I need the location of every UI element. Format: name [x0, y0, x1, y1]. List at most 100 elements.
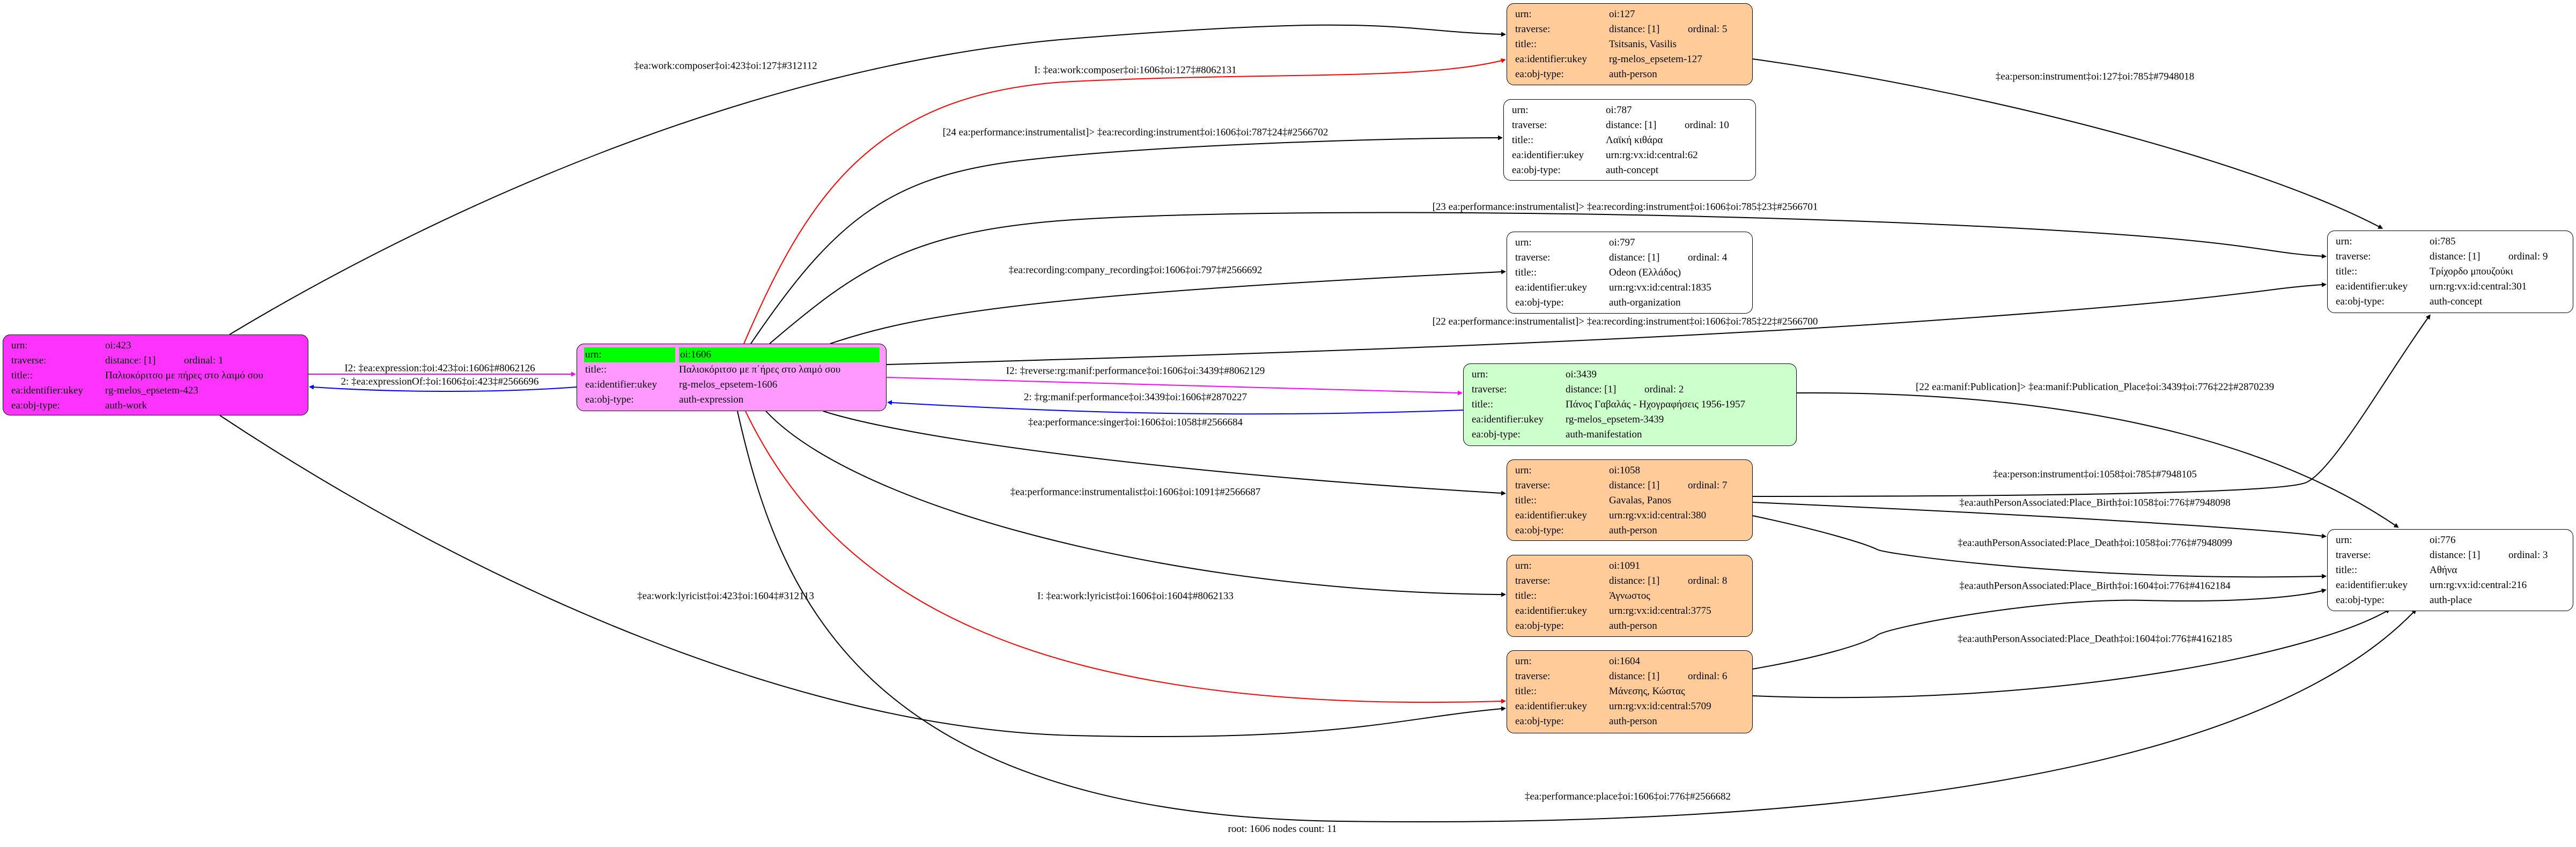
field-value: urn:rg:vx:id:central:301: [2430, 281, 2527, 292]
field-label: title::: [1512, 135, 1534, 146]
field-label: ea:identifier:ukey: [11, 385, 83, 396]
edge-1606-to-785: [886, 282, 2327, 365]
field-label: traverse:: [1515, 575, 1551, 586]
field-value: urn:rg:vx:id:central:1835: [1609, 282, 1711, 293]
graph-footer: root: 1606 nodes count: 11: [1228, 823, 1337, 835]
field-ordinal: ordinal: 4: [1688, 252, 1728, 263]
field-label: urn:: [1515, 237, 1532, 248]
field-label: urn:: [1515, 465, 1532, 476]
node-field-urn: urn: oi:797: [1515, 235, 1752, 250]
field-label: ea:obj-type:: [1515, 297, 1564, 308]
edge-label: I2: ‡ea:expression:‡oi:423‡oi:1606‡#8062…: [344, 362, 535, 374]
field-label: urn:: [1515, 656, 1532, 667]
edge-1606-to-785: [769, 212, 2327, 344]
field-label: ea:obj-type:: [1472, 429, 1520, 440]
field-ordinal: ordinal: 2: [1644, 384, 1684, 395]
edge-1606-to-1091: [765, 411, 1507, 597]
field-value: oi:127: [1609, 9, 1635, 20]
edge-label: ‡ea:performance:instrumentalist‡oi:1606‡…: [1010, 486, 1261, 498]
field-label: urn:: [1515, 9, 1532, 20]
field-label: ea:identifier:ukey: [1512, 150, 1584, 161]
field-value: distance: [1]: [1566, 384, 1617, 395]
field-label: traverse:: [1515, 671, 1551, 682]
edge-label: ‡ea:performance:place‡oi:1606‡oi:776‡#25…: [1524, 791, 1731, 803]
field-value: distance: [1]: [1609, 24, 1660, 35]
field-label: ea:identifier:ukey: [1515, 701, 1587, 712]
field-value: Λαϊκή κιθάρα: [1606, 135, 1663, 146]
field-value: Tsitsanis, Vasilis: [1609, 39, 1677, 50]
field-value: rg-melos_epsetem-127: [1609, 54, 1702, 65]
field-value: urn:rg:vx:id:central:380: [1609, 510, 1707, 521]
node-field-urn: urn: oi:127: [1515, 7, 1752, 22]
edge-label: ‡ea:authPersonAssociated:Place_Birth‡oi:…: [1959, 580, 2231, 592]
field-label: urn:: [1515, 560, 1532, 571]
field-label: title::: [1472, 399, 1494, 410]
edge-label: ‡ea:recording:company_recording‡oi:1606‡…: [1008, 264, 1263, 276]
field-ordinal: ordinal: 3: [2508, 549, 2548, 561]
field-value: Άγνωστος: [1609, 590, 1650, 601]
node-field-ukey: ea:identifier:ukey rg-melos_epsetem-127: [1515, 52, 1752, 67]
field-label: ea:obj-type:: [1512, 165, 1561, 176]
field-value: distance: [1]: [2430, 549, 2481, 561]
edge-1606-to-423: [308, 384, 577, 392]
node-field-title: title::Πάνος Γαβαλάς - Ηχογραφήσεις 1956…: [1472, 397, 1796, 412]
field-label: traverse:: [11, 355, 47, 366]
node-field-obj_type: ea:obj-type:auth-expression: [585, 392, 886, 407]
field-label: ea:identifier:ukey: [2336, 281, 2408, 292]
node-field-traverse: traverse:distance: [1]ordinal: 7: [1515, 478, 1752, 493]
field-label: traverse:: [1515, 24, 1551, 35]
node-field-title: title::Gavalas, Panos: [1515, 493, 1752, 508]
field-label: traverse:: [2336, 549, 2371, 561]
field-value: auth-organization: [1609, 297, 1681, 308]
edge-label: [22 ea:performance:instrumentalist]> ‡ea…: [1432, 316, 1818, 328]
field-label: ea:obj-type:: [11, 400, 60, 411]
field-label: title::: [1515, 495, 1537, 506]
field-value: oi:787: [1606, 105, 1632, 116]
field-label: title::: [2336, 266, 2358, 277]
field-value: urn:rg:vx:id:central:3775: [1609, 605, 1711, 616]
field-ordinal: ordinal: 10: [1685, 120, 1729, 131]
node-field-obj_type: ea:obj-type:auth-concept: [1512, 163, 1755, 178]
edge-1604-to-776: [1752, 588, 2327, 670]
edge-1606-to-776: [737, 411, 2417, 822]
field-value: distance: [1]: [105, 355, 156, 366]
node-field-title: title::Άγνωστος: [1515, 589, 1752, 604]
field-label: title::: [1515, 590, 1537, 601]
edge-1606-to-1604: [745, 411, 1507, 704]
field-value: oi:797: [1609, 237, 1635, 248]
node-field-ukey: ea:identifier:ukey urn:rg:vx:id:central:3…: [1515, 508, 1752, 523]
edge-label: ‡ea:authPersonAssociated:Place_Birth‡oi:…: [1959, 497, 2231, 509]
field-label: ea:identifier:ukey: [1515, 54, 1587, 65]
field-label: title::: [2336, 564, 2358, 576]
field-label: ea:obj-type:: [1515, 525, 1564, 536]
node-field-traverse: traverse:distance: [1]ordinal: 9: [2336, 249, 2573, 264]
field-value: oi:785: [2430, 236, 2456, 247]
edge-423-to-1604: [219, 415, 1507, 738]
field-label: ea:identifier:ukey: [1515, 510, 1587, 521]
field-label: ea:identifier:ukey: [585, 379, 657, 390]
field-label: ea:obj-type:: [1515, 716, 1564, 727]
field-ordinal: ordinal: 1: [184, 355, 224, 366]
field-value: Πάνος Γαβαλάς - Ηχογραφήσεις 1956-1957: [1566, 399, 1746, 410]
field-label: ea:obj-type:: [585, 394, 634, 405]
edge-label: ‡ea:person:instrument‡oi:127‡oi:785‡#794…: [1995, 71, 2195, 83]
field-value: rg-melos_epsetem-3439: [1566, 414, 1664, 425]
node-field-title: title::Λαϊκή κιθάρα: [1512, 133, 1755, 148]
